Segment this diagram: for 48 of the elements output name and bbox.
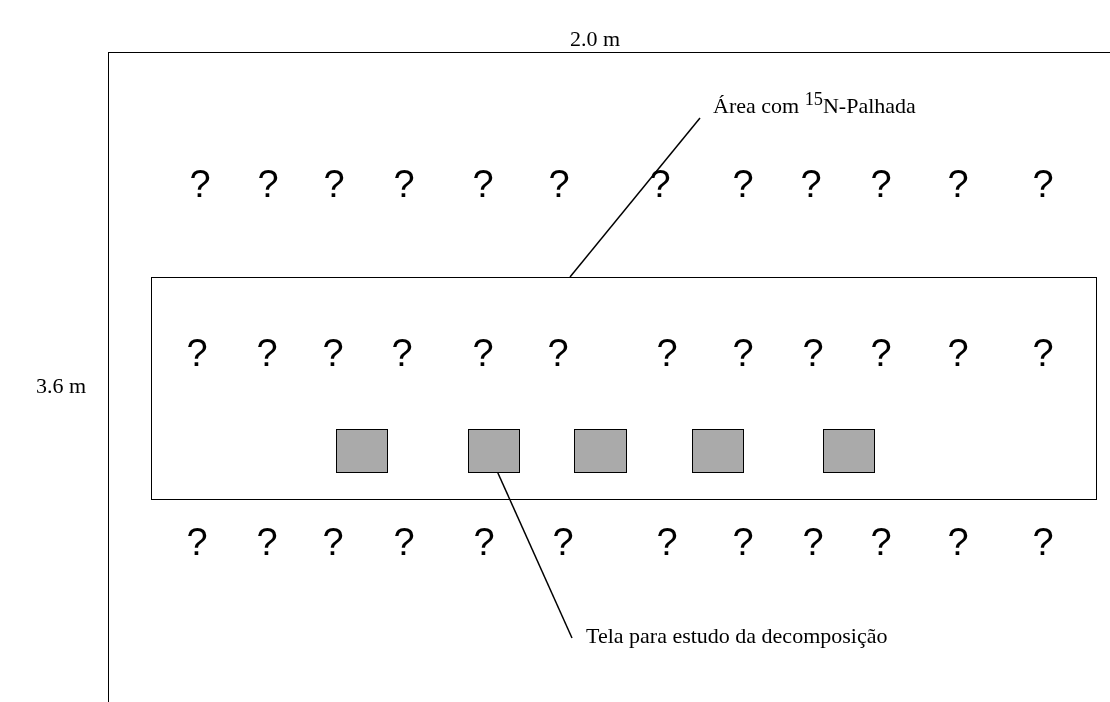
plant-symbol: ? (257, 165, 279, 203)
plant-symbol: ? (870, 165, 892, 203)
plant-symbol: ? (472, 165, 494, 203)
plant-symbol: ? (1032, 165, 1054, 203)
plant-symbol: ? (870, 523, 892, 561)
plant-symbol: ? (656, 334, 678, 372)
callout-text: Tela para estudo da decomposição (586, 623, 888, 649)
plant-symbol: ? (473, 523, 495, 561)
plant-symbol: ? (732, 523, 754, 561)
mesh-square (692, 429, 744, 473)
plant-symbol: ? (552, 523, 574, 561)
plant-symbol: ? (186, 523, 208, 561)
plant-symbol: ? (548, 165, 570, 203)
callout-text: Área com $^{15}$N-Palhada (713, 89, 916, 120)
plant-symbol: ? (802, 523, 824, 561)
mesh-square (468, 429, 520, 473)
dimension-label: 3.6 m (36, 373, 87, 399)
plant-symbol: ? (800, 165, 822, 203)
plant-symbol: ? (947, 165, 969, 203)
plant-symbol: ? (393, 523, 415, 561)
leader-line (569, 117, 701, 278)
plant-symbol: ? (732, 165, 754, 203)
plant-symbol: ? (656, 523, 678, 561)
plant-symbol: ? (189, 165, 211, 203)
plant-symbol: ? (649, 165, 671, 203)
plant-symbol: ? (547, 334, 569, 372)
mesh-square (574, 429, 627, 473)
dimension-label: 2.0 m (570, 26, 621, 52)
plant-symbol: ? (322, 334, 344, 372)
plant-symbol: ? (256, 523, 278, 561)
mesh-square (336, 429, 388, 473)
straw-area-rectangle (151, 277, 1097, 500)
plant-symbol: ? (947, 523, 969, 561)
plant-symbol: ? (322, 523, 344, 561)
mesh-square (823, 429, 875, 473)
plant-symbol: ? (802, 334, 824, 372)
plant-symbol: ? (870, 334, 892, 372)
plant-symbol: ? (472, 334, 494, 372)
plant-symbol: ? (393, 165, 415, 203)
plant-symbol: ? (323, 165, 345, 203)
plant-symbol: ? (256, 334, 278, 372)
plant-symbol: ? (1032, 523, 1054, 561)
plot-outline (108, 52, 1110, 702)
plant-symbol: ? (947, 334, 969, 372)
plant-symbol: ? (1032, 334, 1054, 372)
plant-symbol: ? (186, 334, 208, 372)
plant-symbol: ? (732, 334, 754, 372)
plant-symbol: ? (391, 334, 413, 372)
